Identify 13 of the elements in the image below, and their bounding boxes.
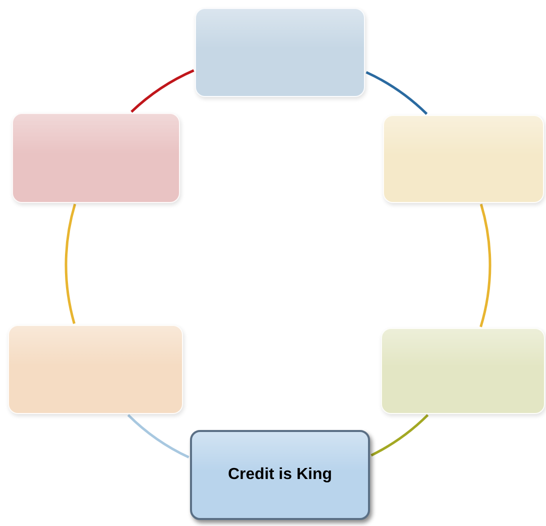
connector-arc [480, 204, 491, 328]
connector-arc [127, 414, 190, 458]
rounded-box [195, 8, 365, 97]
connector-arc [65, 204, 76, 324]
rounded-box [8, 325, 183, 414]
rounded-box [190, 430, 370, 520]
rounded-box [383, 115, 544, 203]
rounded-box [12, 113, 180, 203]
connector-arc [370, 414, 429, 456]
rounded-box [381, 328, 545, 414]
connector-arc [366, 71, 428, 115]
connector-arc [130, 69, 194, 113]
box-label: Credit is King [228, 466, 332, 484]
